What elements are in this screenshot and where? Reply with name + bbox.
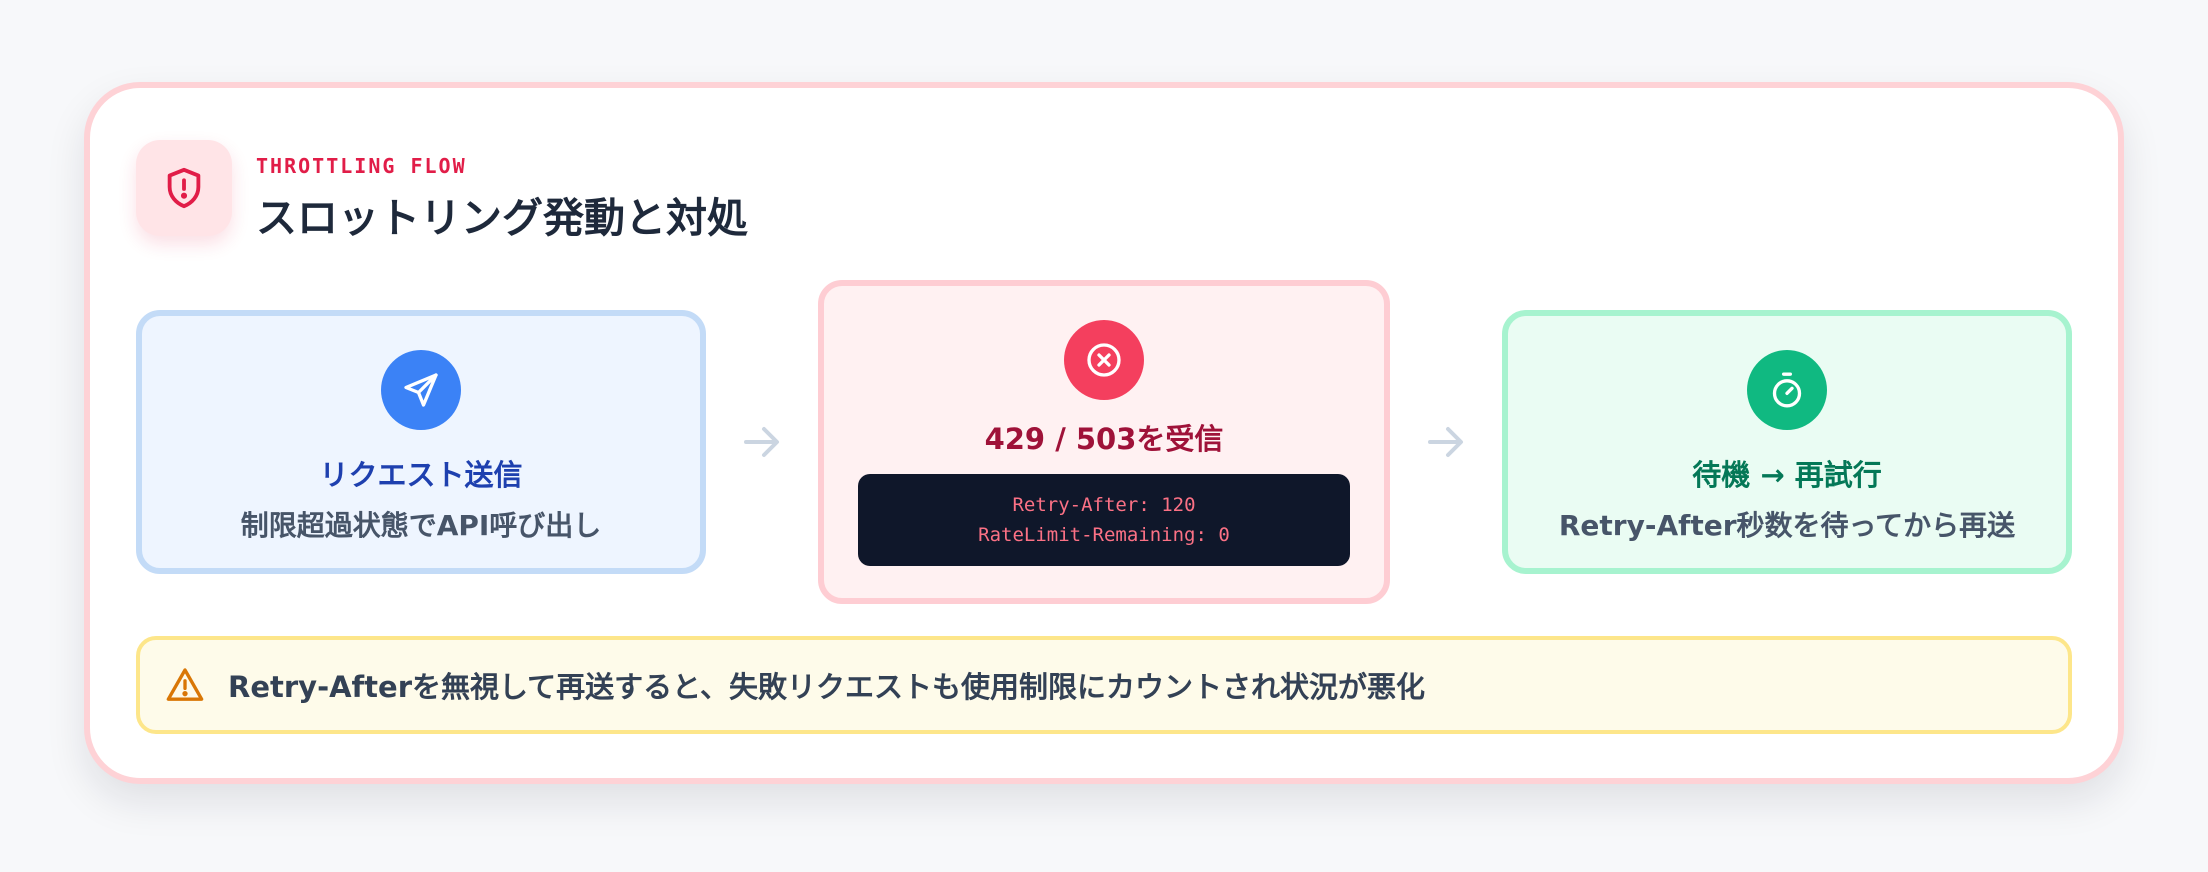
warning-triangle-icon <box>164 664 206 706</box>
page-title: スロットリング発動と対処 <box>256 194 748 242</box>
code-line: Retry-After: 120 <box>1012 494 1196 516</box>
step-description: 制限超過状態でAPI呼び出し <box>240 509 602 542</box>
step-title: 待機 → 再試行 <box>1692 458 1882 492</box>
x-circle-icon <box>1064 320 1144 400</box>
shield-alert-icon <box>136 140 232 236</box>
arrow-right-icon <box>1428 427 1463 457</box>
step-wait-retry: 待機 → 再試行 Retry-After秒数を待ってから再送 <box>1502 310 2072 574</box>
send-icon <box>381 350 461 430</box>
step-receive-error: 429 / 503を受信 Retry-After: 120 RateLimit-… <box>818 280 1390 604</box>
eyebrow-label: THROTTLING FLOW <box>256 154 467 178</box>
warning-text: Retry-Afterを無視して再送すると、失敗リクエストも使用制限にカウントさ… <box>228 670 1425 704</box>
arrow-right-icon <box>744 427 779 457</box>
step-title: 429 / 503を受信 <box>984 422 1224 456</box>
step-send-request: リクエスト送信 制限超過状態でAPI呼び出し <box>136 310 706 574</box>
step-description: Retry-After秒数を待ってから再送 <box>1558 509 2016 542</box>
step-title: リクエスト送信 <box>319 458 523 492</box>
warning-banner: Retry-Afterを無視して再送すると、失敗リクエストも使用制限にカウントさ… <box>136 636 2072 734</box>
response-headers-code: Retry-After: 120 RateLimit-Remaining: 0 <box>858 474 1350 566</box>
timer-icon <box>1747 350 1827 430</box>
code-line: RateLimit-Remaining: 0 <box>978 524 1230 546</box>
